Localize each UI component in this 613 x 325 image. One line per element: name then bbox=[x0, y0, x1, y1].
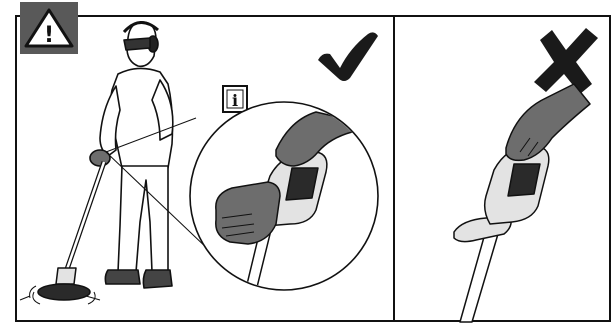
zoom-detail-correct bbox=[190, 102, 378, 325]
trimmer-motor-housing bbox=[56, 268, 76, 284]
operator-left-boot bbox=[105, 270, 140, 284]
trimmer-shaft bbox=[64, 162, 104, 278]
cross-mark-icon bbox=[534, 28, 598, 94]
panel-incorrect bbox=[454, 28, 598, 322]
trimmer-guard bbox=[38, 284, 90, 300]
incorrect-shaft bbox=[460, 230, 498, 322]
check-mark-icon bbox=[318, 32, 378, 81]
incorrect-grip-detail bbox=[454, 84, 590, 322]
safety-glasses-icon bbox=[124, 38, 150, 50]
operator-figure bbox=[90, 22, 173, 288]
incorrect-battery-slot bbox=[508, 164, 540, 196]
warning-exclamation-glyph: ! bbox=[44, 23, 54, 48]
info-badge: i bbox=[223, 86, 247, 112]
operator-right-boot bbox=[143, 270, 172, 288]
trimmer-tool bbox=[20, 162, 104, 304]
incorrect-single-glove bbox=[506, 84, 590, 160]
panel-correct: i bbox=[20, 22, 378, 325]
operator-legs bbox=[118, 166, 168, 272]
zoom-battery-slot bbox=[286, 168, 318, 200]
warning-badge: ! bbox=[20, 2, 78, 54]
info-icon: i bbox=[232, 91, 238, 110]
